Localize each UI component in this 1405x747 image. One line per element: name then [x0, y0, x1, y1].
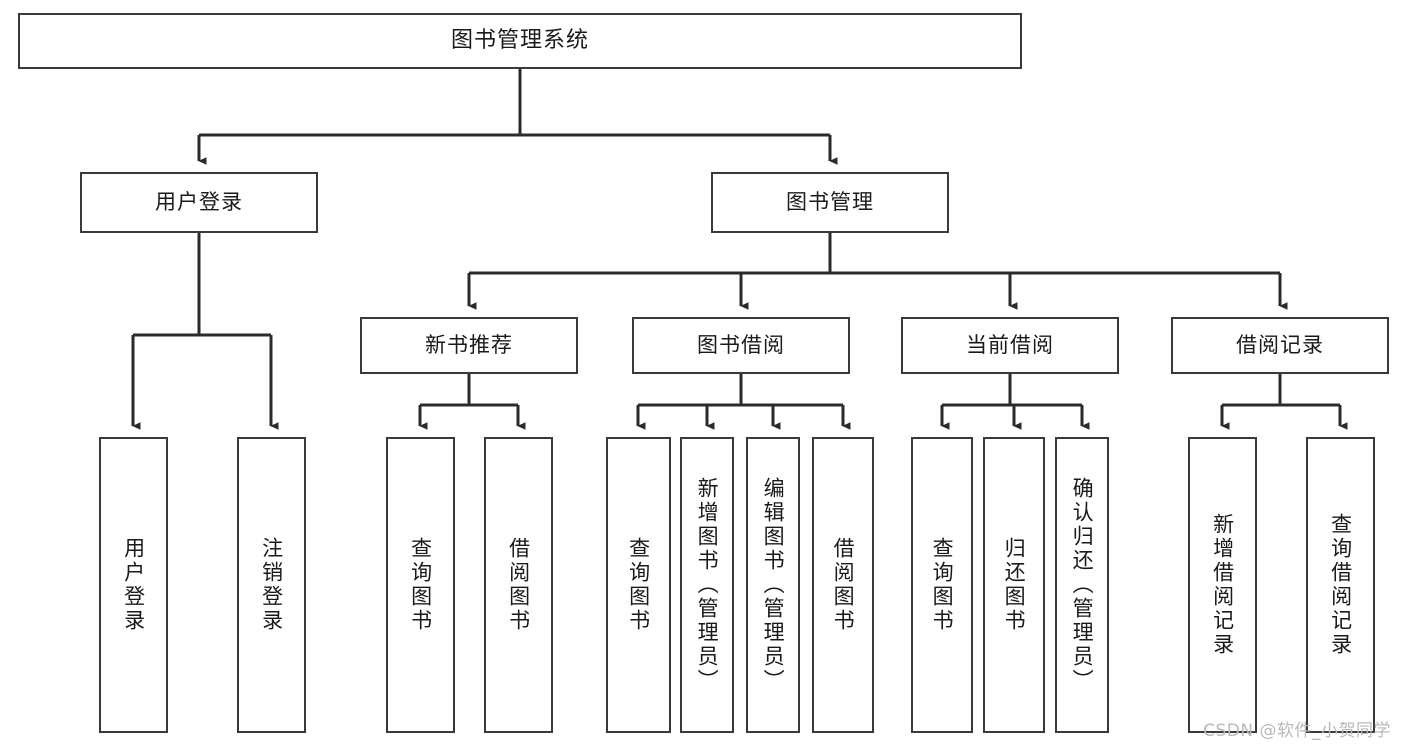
node-root-label: 图书管理系统 — [450, 27, 589, 53]
node-leaf-query-book-2-label: 查询图书 — [626, 537, 651, 633]
node-leaf-query-book-3-label: 查询图书 — [930, 537, 955, 633]
node-user-login[interactable]: 用户登录 — [80, 172, 318, 233]
node-book-borrow-label: 图书借阅 — [697, 332, 785, 357]
node-leaf-query-book-3[interactable]: 查询图书 — [911, 437, 973, 733]
node-leaf-user-logout-label: 注销登录 — [259, 537, 284, 633]
node-borrow-record[interactable]: 借阅记录 — [1171, 317, 1389, 374]
node-leaf-borrow-book-2[interactable]: 借阅图书 — [812, 437, 874, 733]
node-leaf-query-record[interactable]: 查询借阅记录 — [1306, 437, 1375, 733]
node-leaf-confirm-return[interactable]: 确认归还（管理员） — [1055, 437, 1109, 733]
node-leaf-query-record-label: 查询借阅记录 — [1328, 513, 1353, 657]
node-new-book-rec-label: 新书推荐 — [425, 332, 513, 357]
node-leaf-edit-book-label: 编辑图书（管理员） — [761, 477, 786, 693]
node-leaf-edit-book[interactable]: 编辑图书（管理员） — [746, 437, 800, 733]
node-borrow-record-label: 借阅记录 — [1236, 332, 1324, 357]
node-leaf-user-login[interactable]: 用户登录 — [99, 437, 168, 733]
node-leaf-query-book-1[interactable]: 查询图书 — [386, 437, 455, 733]
node-book-manage-label: 图书管理 — [786, 189, 874, 214]
node-current-borrow-label: 当前借阅 — [966, 332, 1054, 357]
node-leaf-borrow-book-2-label: 借阅图书 — [831, 537, 856, 633]
watermark: CSDN @软件_小贺同学 — [1203, 721, 1391, 741]
node-leaf-add-book-label: 新增图书（管理员） — [695, 477, 720, 693]
node-book-manage[interactable]: 图书管理 — [711, 172, 949, 233]
node-leaf-query-book-2[interactable]: 查询图书 — [606, 437, 671, 733]
node-leaf-add-record[interactable]: 新增借阅记录 — [1188, 437, 1257, 733]
node-leaf-borrow-book-1-label: 借阅图书 — [506, 537, 531, 633]
node-leaf-query-book-1-label: 查询图书 — [408, 537, 433, 633]
node-leaf-add-book[interactable]: 新增图书（管理员） — [680, 437, 734, 733]
node-leaf-return-book-label: 归还图书 — [1002, 537, 1027, 633]
node-current-borrow[interactable]: 当前借阅 — [901, 317, 1119, 374]
node-new-book-rec[interactable]: 新书推荐 — [360, 317, 578, 374]
node-leaf-confirm-return-label: 确认归还（管理员） — [1070, 477, 1095, 693]
node-leaf-user-login-label: 用户登录 — [121, 537, 146, 633]
node-leaf-return-book[interactable]: 归还图书 — [983, 437, 1045, 733]
node-leaf-add-record-label: 新增借阅记录 — [1210, 513, 1235, 657]
node-leaf-borrow-book-1[interactable]: 借阅图书 — [484, 437, 553, 733]
node-user-login-label: 用户登录 — [155, 189, 243, 214]
node-leaf-user-logout[interactable]: 注销登录 — [237, 437, 306, 733]
node-book-borrow[interactable]: 图书借阅 — [632, 317, 850, 374]
node-root[interactable]: 图书管理系统 — [18, 13, 1022, 69]
